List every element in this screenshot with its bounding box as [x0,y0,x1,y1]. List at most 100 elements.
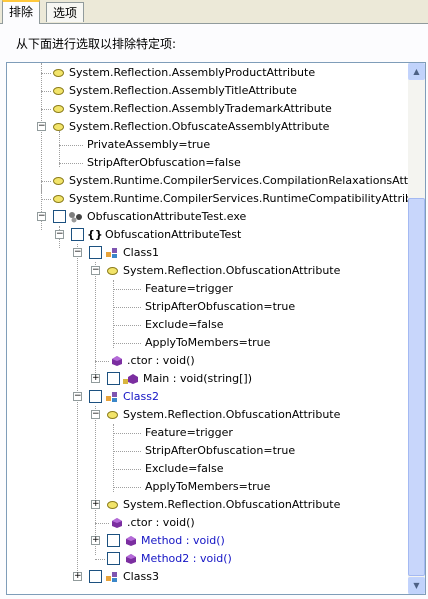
tree-node[interactable]: StripAfterObfuscation=false [7,154,407,172]
collapse-icon[interactable]: − [37,121,46,131]
tree-node[interactable]: PrivateAssembly=true [7,136,407,154]
tab-exclude-label: 排除 [9,5,34,19]
tree-node[interactable]: + System.Reflection.ObfuscationAttribute [7,496,407,514]
attribute-icon [53,123,64,131]
attribute-icon [53,195,64,203]
collapse-icon[interactable]: − [73,247,82,257]
tree-node[interactable]: Feature=trigger [7,424,407,442]
tree-node[interactable]: Method2 : void() [7,550,407,568]
exclude-checkbox[interactable] [53,210,66,223]
collapse-icon[interactable]: − [91,409,100,419]
tree-node-label: System.Runtime.CompilerServices.RuntimeC… [69,192,409,205]
tree-line [113,307,141,308]
method-icon [123,374,138,384]
scroll-up-button[interactable]: ▲ [408,63,425,80]
tree-node-label: .ctor : void() [127,516,195,529]
class-icon [106,392,117,402]
assembly-icon [69,212,82,223]
tree-node[interactable]: + Main : void(string[]) [7,370,407,388]
tree-node-label: Class3 [123,570,159,583]
expand-icon[interactable]: + [91,535,100,545]
tree-node[interactable]: StripAfterObfuscation=true [7,442,407,460]
tree-content: System.Reflection.AssemblyProductAttribu… [7,63,409,594]
method-icon [126,554,136,564]
tab-divider [0,23,428,24]
tree-node-label: ApplyToMembers=true [145,480,271,493]
tree-line [59,131,60,167]
tree-line [113,280,114,348]
exclude-checkbox[interactable] [89,570,102,583]
exclude-checkbox[interactable] [107,534,120,547]
tree-line [95,559,105,560]
tree-node[interactable]: System.Reflection.AssemblyTitleAttribute [7,82,407,100]
attribute-icon [53,177,64,185]
tree-node[interactable]: System.Reflection.AssemblyTrademarkAttri… [7,100,407,118]
tree-line [113,325,141,326]
tree-line [41,109,51,110]
exclude-checkbox[interactable] [107,372,120,385]
tree-node-label: ApplyToMembers=true [145,336,271,349]
tree-line [113,424,114,492]
tab-exclude[interactable]: 排除 [2,0,41,24]
attribute-icon [53,105,64,113]
tree-node-label: Method : void() [141,534,225,547]
tree-node[interactable]: .ctor : void() [7,514,407,532]
collapse-icon[interactable]: − [73,391,82,401]
tree-node[interactable]: Exclude=false [7,460,407,478]
tree-line [95,406,96,555]
tree-line [113,343,141,344]
tree-node[interactable]: − {} ObfuscationAttributeTest [7,226,407,244]
tree-line [113,469,141,470]
collapse-icon[interactable]: − [91,265,100,275]
scroll-thumb[interactable] [408,198,425,576]
tree-node-label: ObfuscationAttributeTest [105,228,242,241]
tree-line [95,361,109,362]
tree-line [59,145,83,146]
tab-options[interactable]: 选项 [46,2,85,22]
collapse-icon[interactable]: − [37,211,46,221]
tree-node[interactable]: + Method : void() [7,532,407,550]
tree-node[interactable]: ApplyToMembers=true [7,334,407,352]
expand-icon[interactable]: + [91,373,100,383]
tree-node[interactable]: System.Runtime.CompilerServices.Compilat… [7,172,409,190]
tree-line [41,184,42,230]
tree-node-label: PrivateAssembly=true [87,138,211,151]
exclude-checkbox[interactable] [89,390,102,403]
tree-node[interactable]: − Class1 [7,244,407,262]
tree-node-label: Class2 [123,390,159,403]
scroll-down-button[interactable]: ▼ [408,577,425,594]
tree-node-label: Main : void(string[]) [143,372,252,385]
tree-line [41,91,51,92]
tree-node[interactable]: − System.Reflection.ObfuscationAttribute [7,406,407,424]
tree-node[interactable]: − System.Reflection.ObfuscationAttribute [7,262,407,280]
exclude-checkbox[interactable] [89,246,102,259]
tree-node-label: StripAfterObfuscation=true [145,300,296,313]
tree-node[interactable]: .ctor : void() [7,352,407,370]
collapse-icon[interactable]: − [55,229,64,239]
tree-node[interactable]: System.Runtime.CompilerServices.RuntimeC… [7,190,409,208]
tree-line [41,199,51,200]
tree-line [113,451,141,452]
tree-node-label: StripAfterObfuscation=false [87,156,241,169]
expand-icon[interactable]: + [73,571,82,581]
tree-node-label: Feature=trigger [145,282,233,295]
tree-node-label: System.Reflection.ObfuscateAssemblyAttri… [69,120,330,133]
tree-node[interactable]: − Class2 [7,388,407,406]
tree-node[interactable]: + Class3 [7,568,407,586]
tree-node-label: System.Reflection.ObfuscationAttribute [123,408,341,421]
tree-node[interactable]: − ObfuscationAttributeTest.exe [7,208,407,226]
tree-node[interactable]: ApplyToMembers=true [7,478,407,496]
tree-node-label: Class1 [123,246,159,259]
attribute-icon [107,411,118,419]
vertical-scrollbar[interactable]: ▲ ▼ [408,63,425,594]
exclusion-tree[interactable]: System.Reflection.AssemblyProductAttribu… [6,62,426,595]
tree-node[interactable]: Exclude=false [7,316,407,334]
exclude-checkbox[interactable] [71,228,84,241]
tree-node[interactable]: System.Reflection.AssemblyProductAttribu… [7,64,407,82]
exclude-checkbox[interactable] [107,552,120,565]
expand-icon[interactable]: + [91,499,100,509]
tree-node[interactable]: StripAfterObfuscation=true [7,298,407,316]
tree-node[interactable]: − System.Reflection.ObfuscateAssemblyAtt… [7,118,407,136]
tree-node-label: System.Reflection.AssemblyTrademarkAttri… [69,102,332,115]
tree-node[interactable]: Feature=trigger [7,280,407,298]
